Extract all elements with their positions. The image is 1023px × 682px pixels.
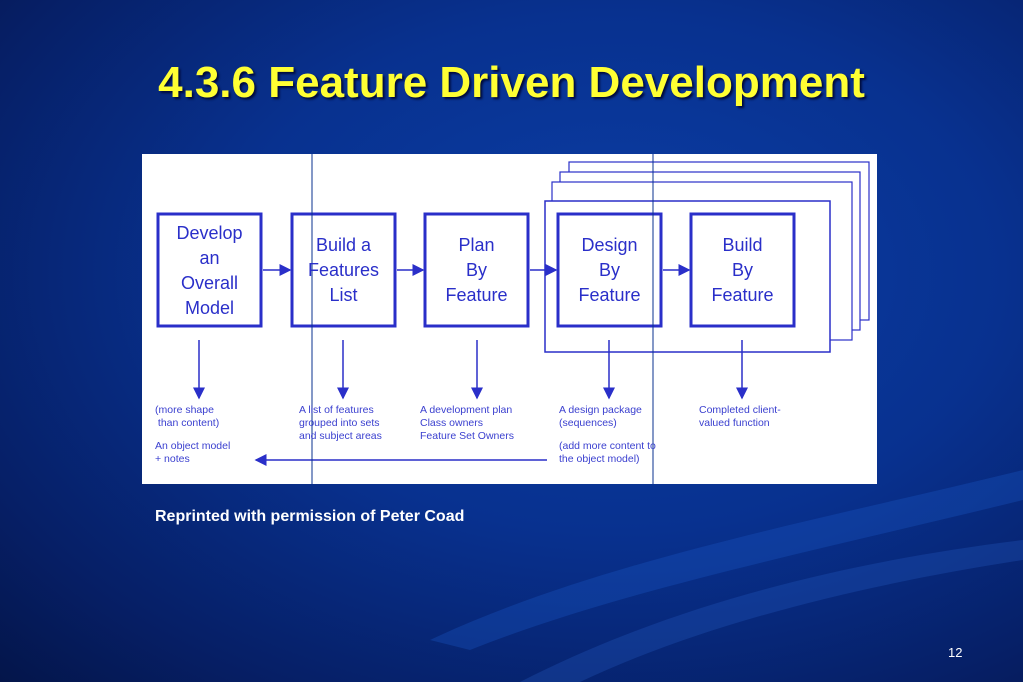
note-features-list: A list of features grouped into sets and… bbox=[299, 404, 382, 442]
note-design-package: A design package (sequences) bbox=[559, 404, 642, 429]
note-development-plan: A development plan Class owners Feature … bbox=[420, 404, 514, 442]
page-number: 12 bbox=[948, 645, 963, 660]
diagram-graphics bbox=[156, 154, 870, 484]
permission-credit: Reprinted with permission of Peter Coad bbox=[155, 508, 465, 525]
note-object-model-notes: An object model + notes bbox=[155, 440, 231, 465]
step-label-design-by-feature: Design By Feature bbox=[578, 235, 641, 305]
note-add-more-content: (add more content to the object model) bbox=[559, 440, 656, 465]
slide-title: 4.3.6 Feature Driven Development bbox=[158, 58, 865, 107]
step-box-5 bbox=[689, 212, 796, 328]
step-label-build-features-list: Build a Features List bbox=[307, 235, 380, 305]
note-completed-function: Completed client- valued function bbox=[699, 404, 781, 429]
step-label-develop-overall-model: Develop an Overall Model bbox=[176, 223, 243, 318]
step-box-4 bbox=[556, 212, 663, 328]
fdd-process-diagram: Develop an Overall Model Build a Feature… bbox=[142, 154, 877, 484]
step-label-plan-by-feature: Plan By Feature bbox=[445, 235, 508, 305]
step-box-1 bbox=[156, 212, 263, 328]
step-box-2 bbox=[290, 212, 397, 328]
step-label-build-by-feature: Build By Feature bbox=[711, 235, 774, 305]
step-box-3 bbox=[423, 212, 530, 328]
note-more-shape-than-content: (more shape than content) bbox=[155, 404, 220, 429]
